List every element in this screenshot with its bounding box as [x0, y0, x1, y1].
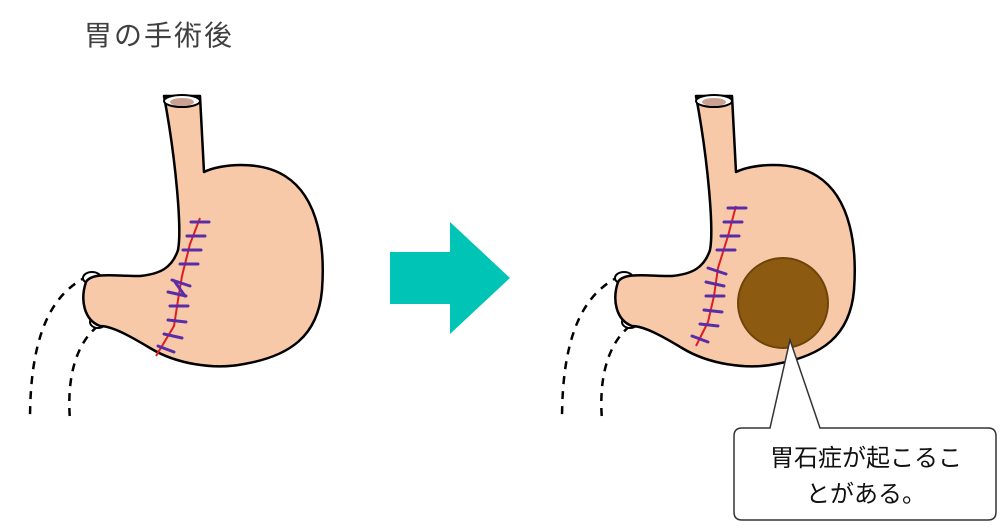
- right-arrow-icon: [390, 222, 510, 334]
- callout-bubble: [733, 337, 997, 521]
- stomach-right: [560, 93, 856, 422]
- callout-line-2: とがある。: [806, 480, 926, 508]
- callout-text: 胃石症が起こるこ とがある。: [742, 440, 990, 512]
- suture-line-left: [155, 217, 211, 357]
- suture-line-right: [690, 205, 748, 347]
- bezoar-mass: [737, 257, 829, 349]
- page-title: 胃の手術後: [84, 19, 235, 52]
- callout-line-1: 胃石症が起こるこ: [770, 444, 962, 472]
- stomach-left: [28, 93, 324, 422]
